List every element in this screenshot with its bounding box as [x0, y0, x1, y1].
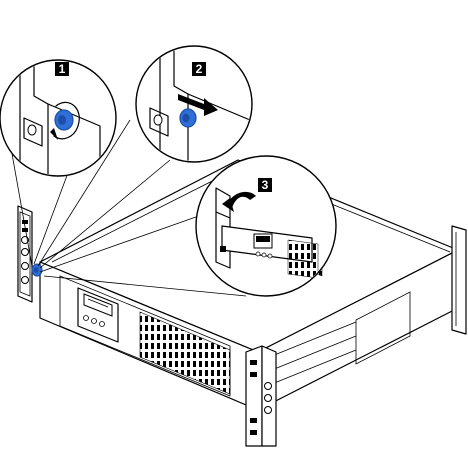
detail-view-1: 1: [0, 60, 116, 180]
callout-number-2: 2: [196, 62, 203, 76]
detail-view-3: 3: [196, 156, 336, 296]
panel-button: [84, 316, 89, 321]
detail-view-2: 2: [136, 40, 252, 162]
right-rack-rail: [246, 346, 276, 446]
thumbscrew-icon: [180, 109, 196, 127]
callout-number-3: 3: [262, 178, 269, 192]
rear-rack-rail: [452, 226, 466, 334]
panel-button: [100, 322, 105, 327]
thumbscrew-icon: [32, 264, 42, 276]
thumbscrew-icon: [55, 110, 73, 130]
callout-number-1: 1: [59, 62, 66, 76]
panel-button: [92, 319, 97, 324]
